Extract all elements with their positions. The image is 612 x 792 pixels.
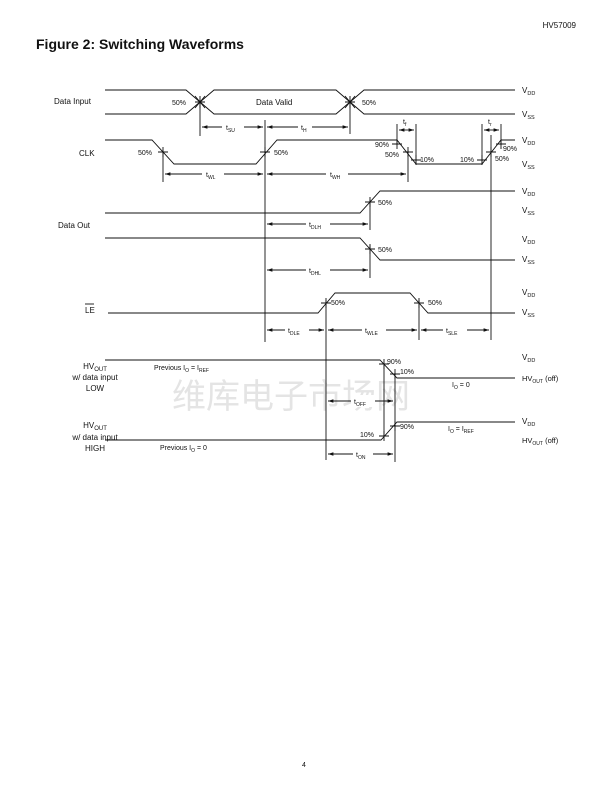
rail-vss-dout1: VSS	[522, 206, 535, 217]
hv-low-previous: Previous IO = IREF	[154, 365, 209, 374]
data-input-pct1: 50%	[172, 100, 186, 107]
tr-label: tr	[488, 119, 492, 128]
hvout-low-trace	[105, 359, 515, 379]
hv-low-pct90: 90%	[387, 359, 401, 366]
rail-vdd-dout1: VDD	[522, 187, 535, 198]
hv-high-io: IO = IREF	[448, 426, 474, 435]
document-id: HV57009	[542, 21, 576, 30]
crosshair-marks	[158, 95, 506, 441]
rail-vss-data-input: VSS	[522, 110, 535, 121]
label-hvout-low-1: HVOUT	[83, 362, 107, 373]
twle-label: tWLE	[365, 328, 378, 337]
hv-low-io: IO = 0	[452, 382, 470, 391]
clk-pct50b: 50%	[495, 156, 509, 163]
tdle-label: tDLE	[288, 328, 300, 337]
data-input-upper-trace	[105, 89, 515, 115]
hv-high-pct90: 90%	[400, 424, 414, 431]
data-input-lower-trace	[105, 89, 515, 115]
rail-vdd-le: VDD	[522, 288, 535, 299]
ton-label: tON	[356, 452, 366, 461]
tf-label: tf	[403, 119, 407, 128]
label-hvout-high-1: HVOUT	[83, 421, 107, 432]
label-hvout-high-3: HIGH	[85, 444, 105, 453]
figure-title: Figure 2: Switching Waveforms	[36, 36, 244, 52]
label-le: LE	[85, 306, 95, 315]
data-out-pct-fall: 50%	[378, 247, 392, 254]
rail-vss-dout2: VSS	[522, 255, 535, 266]
th-label: tH	[301, 125, 307, 134]
rail-vdd-clk: VDD	[522, 136, 535, 147]
data-valid-label: Data Valid	[256, 98, 292, 107]
tdhl-label: tDHL	[309, 268, 321, 277]
label-data-input: Data Input	[54, 97, 92, 106]
hvout-high-trace	[105, 421, 515, 441]
toff-label: tOFF	[354, 399, 366, 408]
rail-vdd-dout2: VDD	[522, 235, 535, 246]
twl-label: tWL	[206, 172, 216, 181]
rail-vdd-hv-low: VDD	[522, 353, 535, 364]
data-out-falling-trace	[105, 237, 515, 261]
clk-pct-fall: 50%	[138, 150, 152, 157]
page-number: 4	[302, 762, 306, 769]
tdlh-label: tDLH	[309, 222, 321, 231]
data-input-pct2: 50%	[362, 100, 376, 107]
rail-hvout-off-high: HVOUT (off)	[522, 436, 559, 447]
le-trace	[108, 292, 515, 314]
hv-high-pct10: 10%	[360, 432, 374, 439]
data-out-pct-rise: 50%	[378, 200, 392, 207]
rail-vss-clk: VSS	[522, 160, 535, 171]
tsu-label: tSU	[226, 125, 235, 134]
label-data-out: Data Out	[58, 221, 91, 230]
tsle-label: tSLE	[446, 328, 458, 337]
twh-label: tWH	[330, 172, 341, 181]
le-pct-rise: 50%	[331, 300, 345, 307]
label-clk: CLK	[79, 149, 95, 158]
clk-pct10b: 10%	[460, 157, 474, 164]
hv-low-pct10: 10%	[400, 369, 414, 376]
rail-vdd-hv-high: VDD	[522, 417, 535, 428]
label-hvout-high-2: w/ data input	[71, 433, 118, 442]
clk-pct-rise: 50%	[274, 150, 288, 157]
clk-pct50a: 50%	[385, 152, 399, 159]
clk-pct10a: 10%	[420, 157, 434, 164]
clk-pct90a: 90%	[375, 142, 389, 149]
rail-hvout-off-low: HVOUT (off)	[522, 374, 559, 385]
rail-vss-le: VSS	[522, 308, 535, 319]
le-pct-fall: 50%	[428, 300, 442, 307]
hv-high-previous: Previous IO = 0	[160, 445, 207, 454]
label-hvout-low-3: LOW	[86, 384, 105, 393]
data-out-rising-trace	[105, 190, 515, 214]
label-hvout-low-2: w/ data input	[71, 373, 118, 382]
clk-pct90b: 90%	[503, 146, 517, 153]
rail-vdd-data-input: VDD	[522, 86, 535, 97]
